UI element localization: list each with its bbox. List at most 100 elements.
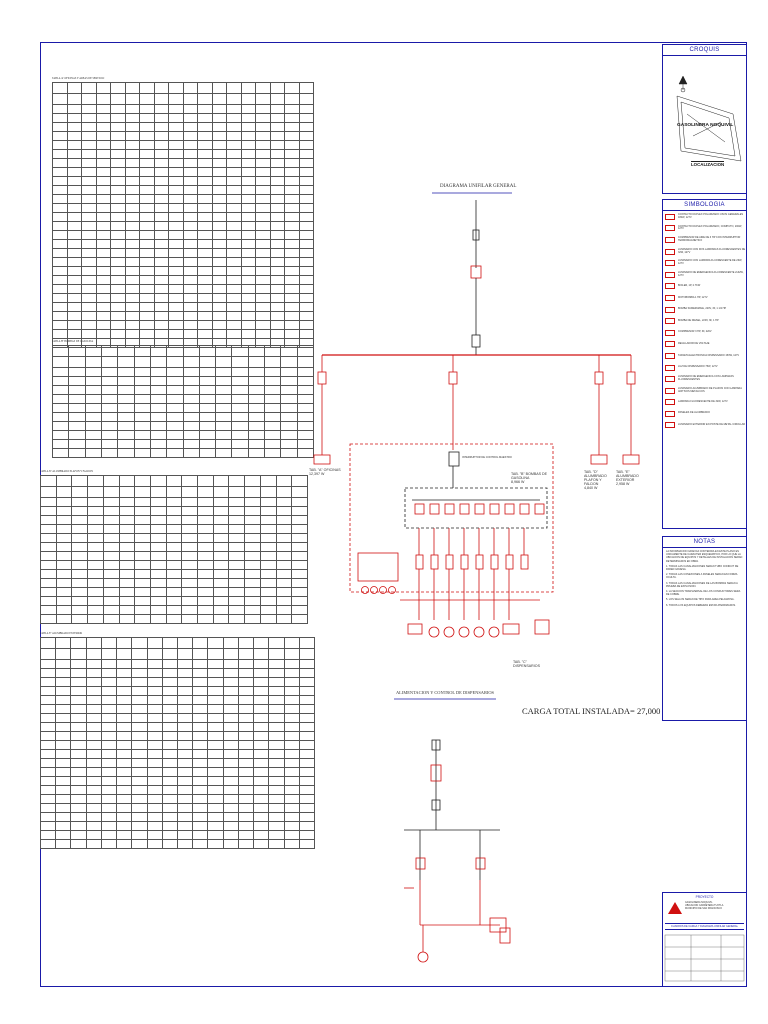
location-sketch — [676, 75, 742, 162]
title-grid — [664, 934, 745, 982]
symbol-icon — [665, 364, 675, 371]
symbol-label: LUMINARIO ALUMBRADO DE PLAFON CON LAMPAR… — [678, 386, 742, 393]
symbol-row: LUMINARIO EXTERIOR EN POSTE DE METAL CIR… — [663, 420, 746, 432]
board-e-label: TAB. "E" ALUMBRADO EXTERIOR 2,958 W — [616, 470, 646, 486]
symbol-icon — [665, 399, 675, 406]
symbol-icon — [665, 294, 675, 301]
symbol-row: BOILER, 1P, 2.7KW — [663, 281, 746, 293]
load-table-a — [52, 82, 314, 348]
note-item: LA INFORMACION GRAFICA CONTENIDA EN ESTE… — [666, 550, 743, 563]
proyecto-lines: GASOLINERA NOQUIVIL UBICACION CARRETERA … — [685, 901, 723, 910]
symbol-label: LUMINARIO EXTERIOR EN POSTE DE METAL CIR… — [678, 423, 746, 427]
symbol-icon — [665, 236, 675, 243]
title-block: PROYECTO GASOLINERA NOQUIVIL UBICACION C… — [662, 892, 747, 987]
symbol-label: LUMINARIO CON DOS LAMPARAS FLUORESCENTES… — [678, 247, 746, 254]
notes-list: LA INFORMACION GRAFICA CONTENIDA EN ESTE… — [663, 548, 746, 611]
symbol-row: CONTACTO DUPLEX POLARIZADO USOS GENERALE… — [663, 211, 746, 223]
symbol-row: CONTACTO DUPLEX POLARIZADO, COMPUTO, 200… — [663, 223, 746, 235]
symbol-row: BOMBA SUMERGIBLE, 220V, 3F, 1 1/2 HP — [663, 304, 746, 316]
croquis-footer: LOCALIZACION — [691, 161, 725, 167]
load-table-b — [51, 345, 315, 458]
symbol-label: CONTACTO DUPLEX POLARIZADO USOS GENERALE… — [678, 213, 744, 219]
simbologia-panel: SIMBOLOGIA CONTACTO DUPLEX POLARIZADO US… — [662, 199, 747, 529]
symbol-icon — [665, 260, 675, 267]
symbol-icon — [665, 283, 675, 290]
symbol-list: CONTACTO DUPLEX POLARIZADO USOS GENERALE… — [663, 211, 746, 431]
note-item: 5. LOS SELLOS SERAN DE TIPO PARA AREA PE… — [666, 598, 735, 602]
proyecto-header: PROYECTO — [695, 895, 714, 899]
board-d-name: TAB. "D" ALUMBRADO PLAFON Y FALDON — [584, 470, 607, 486]
notas-panel: NOTAS LA INFORMACION GRAFICA CONTENIDA E… — [662, 536, 747, 721]
symbol-icon — [665, 306, 675, 313]
board-a-load: 12,397 W — [309, 472, 325, 476]
symbol-row: BOMBA DE DIESEL, 220V, 3F, 1 HP — [663, 315, 746, 327]
note-item: 4. LA SECCION TRANSVERSAL DE LOS CONDUCT… — [666, 590, 741, 597]
symbol-row: LUMINARIO CON DOS LAMPARAS FLUORESCENTES… — [663, 246, 746, 258]
symbol-label: LUZ DE DISPENSARIO 75W, 127V — [678, 365, 718, 369]
symbol-icon — [665, 352, 675, 359]
proyecto-line-2: UBICACION CARRETERA TUXTLA — [685, 904, 724, 907]
board-e-load: 2,958 W — [616, 482, 630, 486]
symbol-label: PANELES DE ALUMBRADO — [678, 411, 710, 415]
symbol-label: REGULADOR DE VOLTAJE — [678, 341, 710, 345]
symbol-row: TARJETA ELECTRONICA DISPENSARIO 150W, 12… — [663, 350, 746, 362]
symbol-label: BOILER, 1P, 2.7KW — [678, 283, 701, 287]
company-logo-icon — [668, 902, 682, 914]
load-table-d — [40, 475, 308, 624]
symbol-icon — [665, 410, 675, 417]
symbol-label: LUMINARIO DE EMERGENCIA CON LAMPARAS FLU… — [678, 375, 734, 382]
note-item: 2. TODAS LAS CONEXIONES A PANELES SERAN … — [666, 573, 738, 580]
proyecto-line-3: MUNICIPIO DE SAN FRANCISCO — [685, 907, 722, 910]
board-b-label: TAB. "B" BOMBAS DE GASOLINA 8,966 W — [511, 472, 549, 484]
sheet-title: CUADROS DE CARGA Y DIAGRAMA UNIFILAR GEN… — [665, 923, 744, 930]
symbol-label: BOMBA DE DIESEL, 220V, 3F, 1 HP — [678, 318, 719, 322]
simbologia-header: SIMBOLOGIA — [663, 200, 746, 211]
symbol-row: MOTOBOMBA 1 HP, 127V — [663, 292, 746, 304]
symbol-row: LUMINARIO DE EMERGENCIA CON LAMPARAS FLU… — [663, 373, 746, 385]
dispensers-title: ALIMENTACION Y CONTROL DE DISPENSARIOS — [396, 690, 494, 695]
board-c-name: TAB. "C" DISPENSARIOS — [513, 660, 540, 668]
table-b-title: TABLA 'B' BOMBAS DE GASOLINA — [52, 340, 94, 343]
symbol-icon — [665, 422, 675, 429]
note-item: 3. TODAS LAS CANALIZACIONES DE LAS BOMBA… — [666, 581, 738, 588]
table-a-title: TABLA 'A' OFICINAS Y AREAS DE SERVICIO — [52, 77, 105, 80]
board-a-label: TAB. "A" OFICINAS 12,397 W — [309, 468, 345, 476]
symbol-row: COMPRESOR DE AIRE DE 3 HP CON INTERRUPTO… — [663, 234, 746, 246]
control-panel-label: INTERRUPTOR DE CONTROL MAESTRO — [462, 456, 512, 459]
symbol-icon — [665, 271, 675, 278]
symbol-label: MOTOBOMBA 1 HP, 127V — [678, 295, 708, 299]
board-c-label: TAB. "C" DISPENSARIOS — [513, 660, 547, 668]
symbol-icon — [665, 341, 675, 348]
symbol-icon — [665, 329, 675, 336]
board-b-name: TAB. "B" BOMBAS DE GASOLINA — [511, 472, 548, 480]
board-e-name: TAB. "E" ALUMBRADO EXTERIOR — [616, 470, 639, 482]
total-load: CARGA TOTAL INSTALADA= 27,000 W — [522, 706, 671, 716]
symbol-label: BOMBA SUMERGIBLE, 220V, 3F, 1 1/2 HP — [678, 307, 727, 311]
symbol-row: LAMPARA FLUORESCENTE DE 32W, 127V — [663, 397, 746, 409]
load-table-e — [39, 637, 316, 849]
board-a-name: TAB. "A" OFICINAS — [309, 468, 341, 472]
symbol-icon — [665, 248, 675, 255]
symbol-row: COMPRESOR 3 HP, 3F, 220V — [663, 327, 746, 339]
board-d-load: 4,840 W — [584, 486, 598, 490]
note-item: 6. TODOS LOS EQUIPOS DEBERAN ESTAR ATERR… — [666, 603, 736, 607]
symbol-label: LUMINARIO CON LAMPARA FLUORESCENTE DE 26… — [678, 259, 742, 266]
symbol-icon — [665, 376, 675, 383]
symbol-icon — [665, 225, 675, 232]
symbol-row: LUMINARIO DE EMERGENCIA FLUORESCENTE 2x3… — [663, 269, 746, 281]
board-d-label: TAB. "D" ALUMBRADO PLAFON Y FALDON 4,840… — [584, 470, 614, 490]
note-item: 1. TODAS LAS CANALIZACIONES SERAN TUBO C… — [666, 564, 739, 572]
board-b-load: 8,966 W — [511, 480, 525, 484]
table-e-title: TABLA 'E' ALUMBRADO EXTERIOR — [40, 632, 83, 635]
croquis-header: CROQUIS — [663, 45, 746, 56]
symbol-row: REGULADOR DE VOLTAJE — [663, 339, 746, 351]
diagram-title: DIAGRAMA UNIFILAR GENERAL — [440, 184, 517, 189]
symbol-label: TARJETA ELECTRONICA DISPENSARIO 150W, 12… — [678, 353, 740, 357]
croquis-panel: CROQUIS GASOLINERA NOQUIVIL LOCALIZACION — [662, 44, 747, 194]
symbol-row: LUMINARIO CON LAMPARA FLUORESCENTE DE 26… — [663, 257, 746, 269]
symbol-label: COMPRESOR 3 HP, 3F, 220V — [678, 330, 712, 334]
symbol-row: LUZ DE DISPENSARIO 75W, 127V — [663, 362, 746, 374]
notas-header: NOTAS — [663, 537, 746, 548]
symbol-row: LUMINARIO ALUMBRADO DE PLAFON CON LAMPAR… — [663, 385, 746, 397]
